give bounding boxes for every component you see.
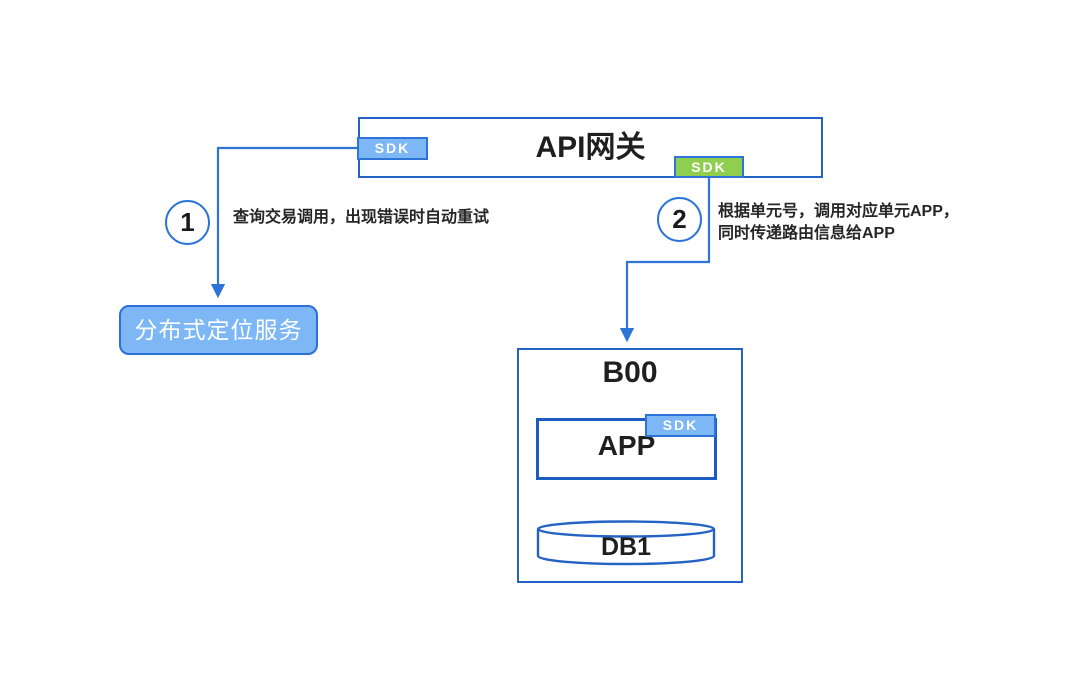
unit-b00-title: B00 (602, 356, 658, 389)
location-service-box: 分布式定位服务 (119, 305, 318, 355)
step-1-description-line: 查询交易调用，出现错误时自动重试 (233, 209, 490, 226)
db1-cylinder (536, 520, 716, 566)
step-2-description: 根据单元号，调用对应单元APP， 同时传递路由信息给APP (718, 201, 959, 245)
db1-label: DB1 (600, 533, 651, 561)
api-gateway-box (358, 117, 823, 178)
app-sdk-badge: SDK (645, 414, 716, 437)
gateway-sdk-left-badge: SDK (357, 137, 428, 160)
gateway-sdk-right-badge: SDK (674, 156, 744, 178)
step-2-description-line1: 根据单元号，调用对应单元APP， (718, 203, 959, 220)
database-cylinder-icon (536, 520, 716, 566)
step-1-number-circle: 1 (165, 200, 210, 245)
step-2-number-circle: 2 (657, 197, 702, 242)
step-1-description: 查询交易调用，出现错误时自动重试 (233, 207, 489, 229)
step-2-description-line2: 同时传递路由信息给APP (718, 225, 895, 242)
api-gateway-title: API网关 (535, 131, 646, 164)
